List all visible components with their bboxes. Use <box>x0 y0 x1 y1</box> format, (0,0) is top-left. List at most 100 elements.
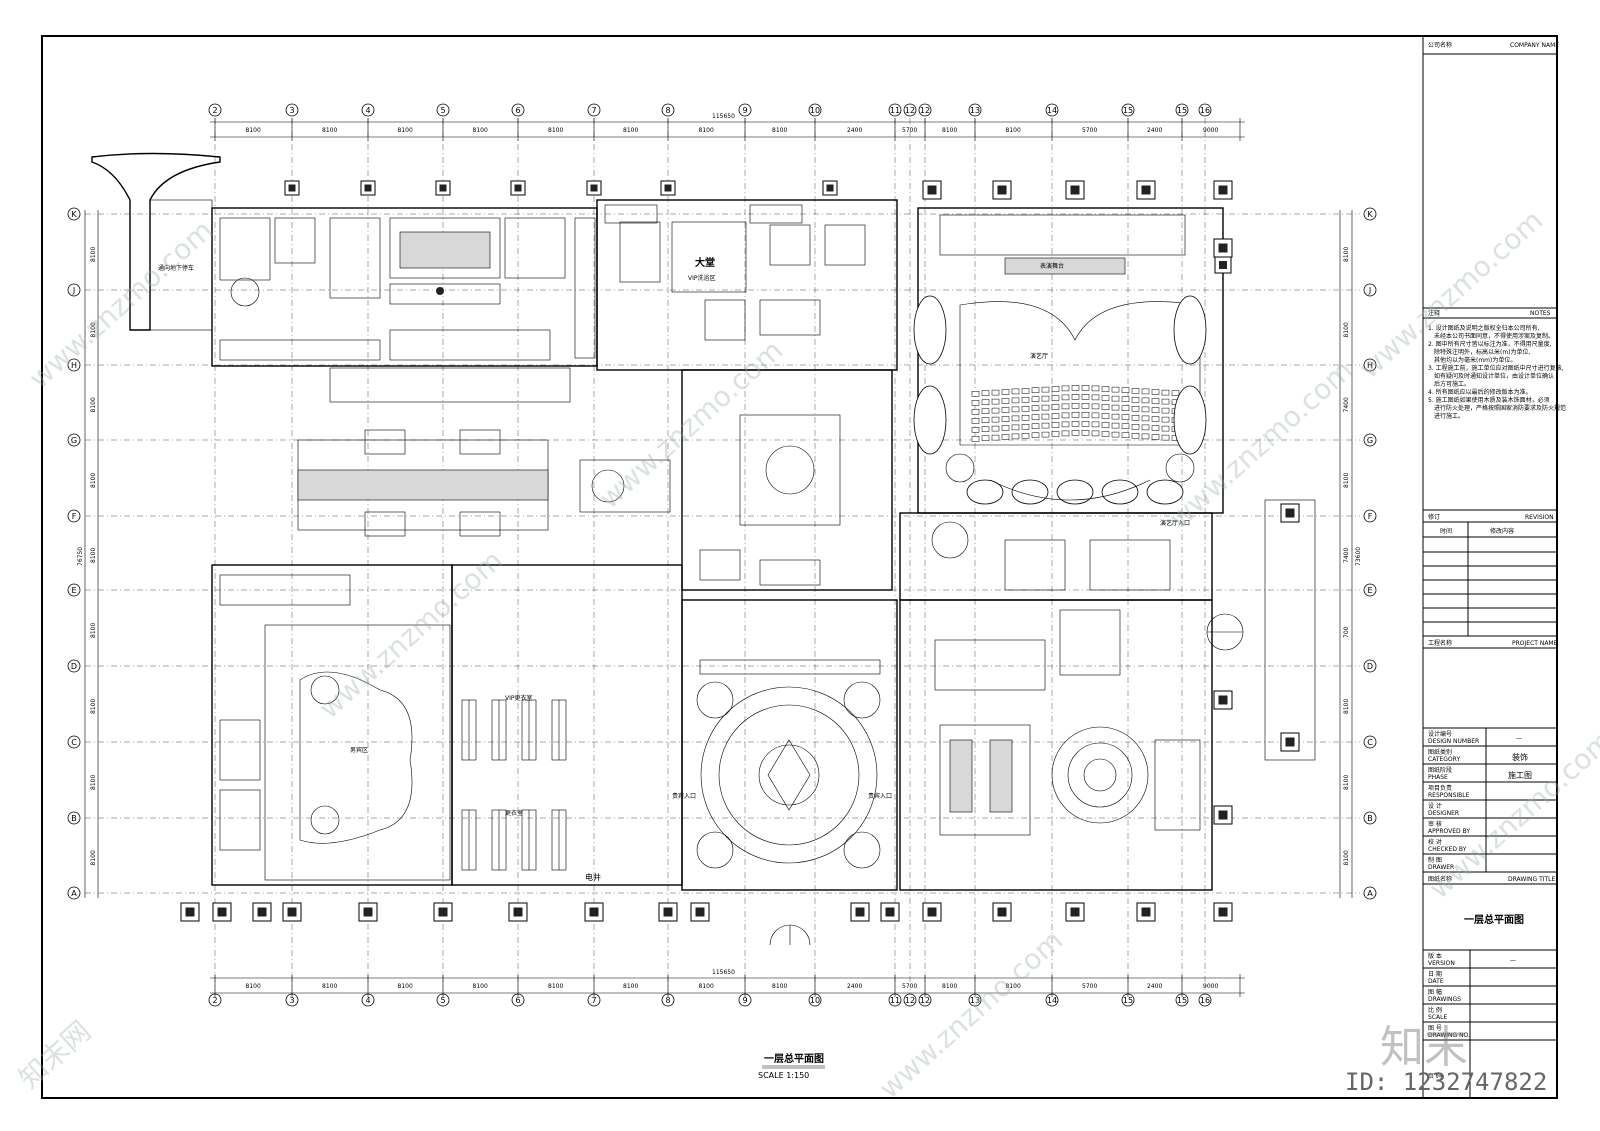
grid-row-label: A <box>1367 889 1373 898</box>
theater-seat <box>981 426 990 432</box>
southeast-wing <box>899 599 1244 891</box>
grid-bubble <box>903 993 917 1007</box>
theater-seat <box>991 416 1000 423</box>
theater-seat <box>1021 388 1030 394</box>
theater-seat <box>1061 394 1070 401</box>
field-cn: 图 号 <box>1428 1025 1442 1032</box>
grid-bubble <box>1175 103 1189 117</box>
company-label: 公司名称 <box>1428 41 1452 49</box>
dim-value: 5700 <box>902 983 917 990</box>
theater-seat <box>1081 412 1090 418</box>
theater-seat <box>1151 398 1160 404</box>
theater-seat <box>1071 421 1080 427</box>
theater-seat <box>1091 394 1100 401</box>
theater-seat <box>1131 433 1140 439</box>
theater-seat <box>1021 433 1030 439</box>
grid-row-label: F <box>72 512 77 521</box>
note-line: 2. 图中所有尺寸皆以标注为准，不得用尺量度, <box>1428 340 1552 348</box>
theater-seat <box>1011 388 1020 395</box>
grid-bubble <box>67 433 81 447</box>
grid-bubble <box>67 811 81 825</box>
east-wing-middle <box>899 512 1213 601</box>
field-en: PHASE <box>1428 774 1448 781</box>
grid-bubble <box>1363 283 1377 297</box>
grid-row-label: H <box>71 361 77 370</box>
locker-banks <box>461 699 567 871</box>
grid-col-label: 3 <box>289 106 294 115</box>
theater-seat <box>1021 406 1030 412</box>
drawing-title: 一层总平面图 <box>1464 913 1524 926</box>
column-core <box>364 184 372 192</box>
grid-col-label: 8 <box>665 106 670 115</box>
dimension-lines: 8100810081008100810081008100810081008100… <box>77 113 1362 997</box>
grid-row-label: G <box>1367 436 1373 445</box>
dim-value: 2400 <box>1147 983 1162 990</box>
theater-seat <box>1131 415 1140 421</box>
column-core <box>1141 185 1151 195</box>
column-core <box>664 184 672 192</box>
dim-value: 8100 <box>90 775 97 790</box>
grid-row-label: J <box>1368 286 1371 295</box>
column-core <box>1070 907 1080 917</box>
column-core <box>217 907 227 917</box>
theater-seat <box>1031 396 1040 402</box>
grid-col-label: 12 <box>920 996 930 1005</box>
grid-col-label: 7 <box>591 106 596 115</box>
revision-label-en: REVISION <box>1525 514 1554 521</box>
note-line: 后方可施工。 <box>1434 380 1470 388</box>
column-core <box>438 907 448 917</box>
theater-seat <box>1071 394 1080 400</box>
theater-seat <box>1001 389 1010 395</box>
grid-col-label: 3 <box>289 996 294 1005</box>
grid-bubble <box>1363 509 1377 523</box>
grid-row-label: D <box>71 662 77 671</box>
theater-seat <box>991 425 1000 432</box>
grid-bubble <box>436 103 450 117</box>
column-core <box>439 184 447 192</box>
grid-row-label: C <box>1367 738 1373 747</box>
grid-col-label: 6 <box>515 106 520 115</box>
side-booth <box>913 385 947 455</box>
watermark-site: www.znzmo.com <box>313 544 510 726</box>
side-booth <box>1173 295 1207 365</box>
dim-value: 2400 <box>847 127 862 134</box>
dim-value: 8100 <box>772 127 787 134</box>
column-core <box>514 184 522 192</box>
theater-seat <box>1061 385 1070 392</box>
column-core <box>589 907 599 917</box>
grid-bubble <box>1198 993 1212 1007</box>
column-core <box>885 907 895 917</box>
column-core <box>1219 261 1227 269</box>
grid-col-label: 4 <box>365 996 370 1005</box>
grid-row-label: A <box>71 889 77 898</box>
grid-col-label: 2 <box>212 996 217 1005</box>
theater-seat <box>1001 434 1010 440</box>
theater-seat <box>1161 407 1170 414</box>
theater-seat <box>1081 421 1090 427</box>
revision-time: 时间 <box>1440 527 1452 535</box>
east-terrace <box>1264 499 1316 761</box>
dim-value: 8100 <box>772 983 787 990</box>
theater-seat <box>1101 395 1110 401</box>
column-core <box>1218 810 1228 820</box>
dim-value: 8100 <box>322 983 337 990</box>
theater-seat <box>1131 406 1140 412</box>
grid-row-label: E <box>71 586 76 595</box>
grid-bubble <box>888 103 902 117</box>
side-booth <box>913 295 947 365</box>
grid-bubble <box>808 103 822 117</box>
grid-bubble <box>511 103 525 117</box>
theater-seat <box>1041 413 1050 420</box>
grid-bubble <box>1363 358 1377 372</box>
dim-value: 8100 <box>1343 850 1350 865</box>
dim-value: 8100 <box>548 127 563 134</box>
theater-seat <box>1031 414 1040 420</box>
theater-seat <box>1051 386 1060 392</box>
column-core <box>855 907 865 917</box>
grid-bubble <box>903 103 917 117</box>
column-core <box>185 907 195 917</box>
grid-col-label: 15 <box>1123 106 1133 115</box>
dim-value: 8100 <box>322 127 337 134</box>
side-booth <box>1173 385 1207 455</box>
theater-seat <box>1081 403 1090 409</box>
